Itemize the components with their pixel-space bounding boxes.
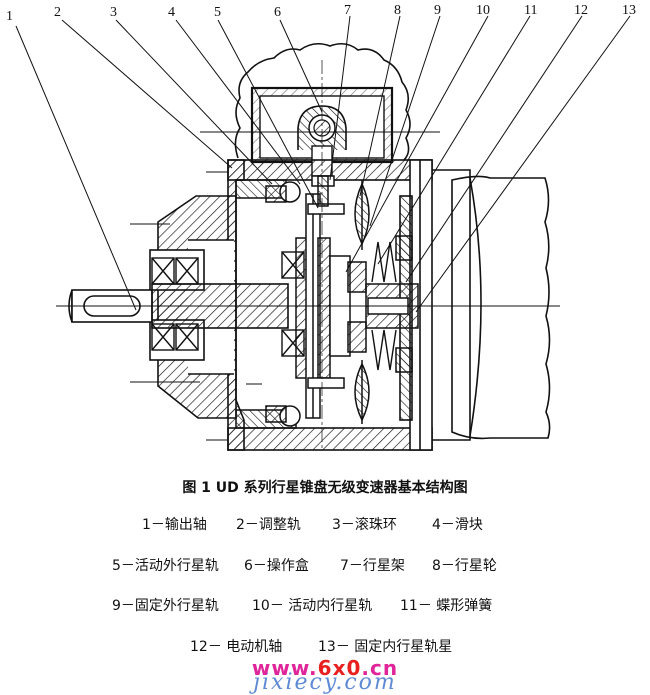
legend-item-8: 8－行星轮	[432, 558, 497, 574]
watermark-suffix: .cn	[361, 656, 399, 680]
watermark-url: www.6x0.cn	[0, 656, 650, 680]
planet-wheels	[354, 180, 370, 424]
legend-item-7: 7－行星架	[340, 558, 405, 574]
part-number-2: 2	[54, 5, 61, 20]
dimension-ticks	[130, 171, 262, 441]
inner-rails	[329, 235, 419, 373]
legend-item-4: 4－滑块	[432, 517, 483, 533]
part-number-5: 5	[214, 5, 221, 20]
leader-lines	[15, 15, 631, 313]
watermark-accent: 6x0	[317, 656, 362, 680]
watermark-prefix: www.	[251, 656, 318, 680]
motor-housing	[432, 169, 551, 441]
part-number-4: 4	[168, 5, 175, 20]
legend-item-1: 1－输出轴	[142, 517, 207, 533]
part-number-10: 10	[476, 3, 490, 18]
part-number-9: 9	[434, 3, 441, 18]
part-number-1: 1	[6, 9, 13, 24]
watermark-sub-url: jixiecy.com	[253, 670, 397, 695]
legend-item-3: 3－滚珠环	[332, 517, 397, 533]
legend-item-11: 11－ 蝶形弹簧	[400, 598, 493, 614]
site-watermark: www.6x0.cn jixiecy.com	[0, 656, 650, 695]
operating-box	[234, 42, 411, 177]
legend-item-12: 12－ 电动机轴	[190, 639, 283, 655]
part-number-6: 6	[274, 5, 281, 20]
legend-item-5: 5－活动外行星轨	[112, 558, 219, 574]
belleville-springs	[371, 241, 397, 371]
legend-item-2: 2－调整轨	[236, 517, 301, 533]
part-number-7: 7	[344, 3, 351, 18]
ball-ring	[265, 181, 301, 427]
figure-caption: 图 1 UD 系列行星锥盘无级变速器基本结构图	[182, 480, 468, 496]
part-number-11: 11	[524, 3, 537, 18]
legend-item-6: 6－操作盒	[244, 558, 309, 574]
legend-item-13: 13－ 固定内行星轨星	[318, 639, 453, 655]
legend-item-10: 10－ 活动内行星轨	[252, 598, 373, 614]
legend-item-9: 9－固定外行星轨	[112, 598, 219, 614]
gearbox-cross-section-diagram: 1 2 3 4 5 6 7 8 9 10 11 12 13	[6, 3, 636, 451]
part-number-12: 12	[574, 3, 588, 18]
part-number-13: 13	[622, 3, 636, 18]
part-number-8: 8	[394, 3, 401, 18]
part-number-3: 3	[110, 5, 117, 20]
